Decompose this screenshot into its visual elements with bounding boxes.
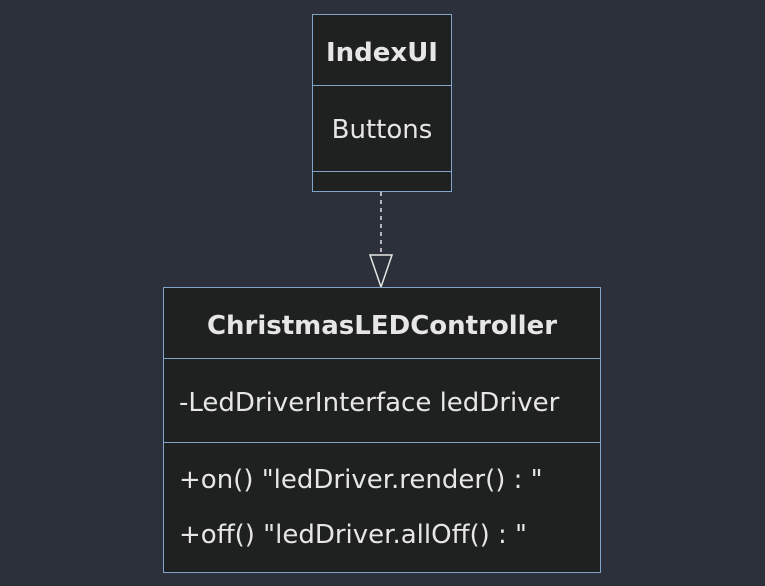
class-box-christmas-led-controller[interactable]: ChristmasLEDController -LedDriverInterfa… — [163, 287, 601, 573]
method-on: +on() "ledDriver.render() : " — [179, 465, 543, 495]
hollow-triangle-arrowhead-icon — [368, 254, 394, 290]
attributes-section: Buttons — [313, 85, 451, 171]
attributes-section: -LedDriverInterface ledDriver — [164, 358, 600, 442]
class-name-section: IndexUI — [313, 15, 451, 85]
class-name: IndexUI — [326, 38, 438, 68]
class-box-indexui[interactable]: IndexUI Buttons — [312, 14, 452, 192]
methods-section — [313, 171, 451, 191]
class-name: ChristmasLEDController — [206, 311, 558, 341]
attribute: Buttons — [331, 115, 433, 145]
class-name-section: ChristmasLEDController — [164, 288, 600, 358]
attribute: -LedDriverInterface ledDriver — [179, 388, 560, 418]
methods-section: +on() "ledDriver.render() : " +off() "le… — [164, 442, 600, 570]
method-off: +off() "ledDriver.allOff() : " — [179, 520, 528, 550]
